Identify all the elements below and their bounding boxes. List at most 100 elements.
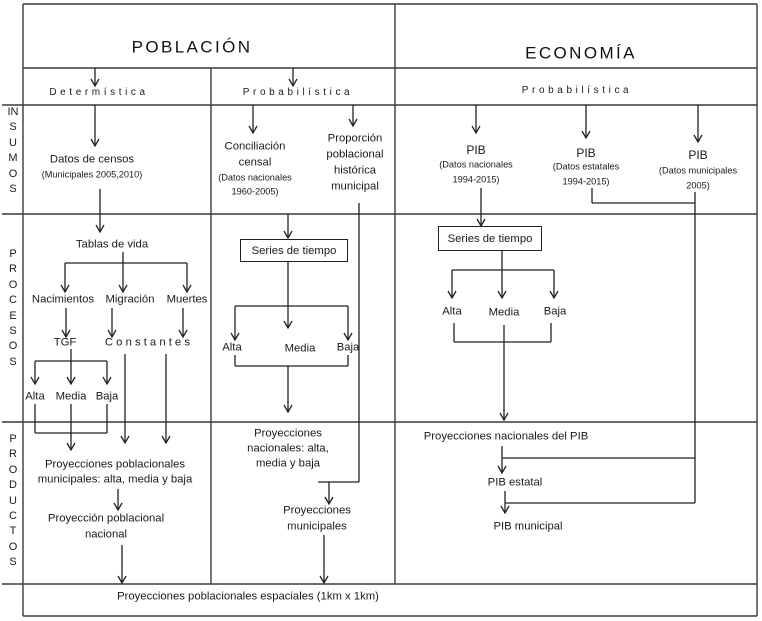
- arrowhead-icon: [90, 78, 100, 88]
- insumo-conciliacion-detail-1: (Datos nacionales: [218, 172, 292, 183]
- arrowhead-icon: [66, 442, 76, 452]
- arrow-to-pib-estatal: [581, 105, 591, 140]
- arrowhead-icon: [581, 130, 591, 140]
- arrow-to-proyecciones-municipales-prob: [324, 482, 334, 506]
- insumo-pib-estatal: PIB: [576, 146, 596, 160]
- arrowhead-icon: [447, 290, 457, 300]
- row-label-procesos: PROCESOS: [8, 248, 18, 368]
- scenario-baja-poblacion-prob: Baja: [336, 341, 360, 354]
- arrowhead-icon: [118, 284, 128, 294]
- arrow-series-to-baja: [343, 306, 353, 342]
- arrow-censos-to-tablas: [95, 189, 105, 234]
- arrowhead-icon: [113, 502, 123, 512]
- proceso-muertes: Muertes: [166, 293, 208, 306]
- arrowhead-icon: [66, 376, 76, 386]
- arrowhead-icon: [95, 224, 105, 234]
- insumo-pib-municipal: PIB: [688, 148, 708, 162]
- proceso-migracion: Migración: [105, 293, 155, 306]
- arrowhead-icon: [61, 329, 71, 339]
- producto-proyecciones-nacionales-line-2: nacionales: alta,: [247, 442, 329, 455]
- series-de-tiempo-box-economia: Series de tiempo: [438, 226, 542, 251]
- arrow-pib-estatal-to-municipal: [500, 491, 510, 515]
- producto-proyecciones-nacionales-line-3: media y baja: [255, 457, 321, 470]
- proceso-constantes: Constantes: [104, 336, 194, 349]
- scenario-alta-economia: Alta: [442, 305, 462, 318]
- arrowhead-icon: [30, 376, 40, 386]
- scenario-media-poblacion-prob: Media: [284, 342, 316, 355]
- producto-pib-municipal: PIB municipal: [493, 520, 563, 533]
- producto-proyeccion-nacional-line-2: nacional: [84, 528, 128, 541]
- arrow-series-to-alta: [230, 306, 240, 342]
- insumo-pib-municipal-detail-2: 2005): [686, 180, 710, 191]
- arrow-constantes-1-to-proyecciones: [120, 354, 130, 445]
- insumo-pib-nacional-detail-2: 1994-2015): [452, 174, 500, 185]
- producto-proyecciones-nacionales-pib: Proyecciones nacionales del PIB: [423, 430, 589, 443]
- arrow-to-probabilistica: [288, 68, 298, 88]
- arrowhead-icon: [283, 404, 293, 414]
- arrowhead-icon: [117, 575, 127, 585]
- insumo-proporcion-line-1: Proporción: [327, 132, 383, 145]
- arrowhead-icon: [693, 134, 703, 144]
- proceso-nacimientos: Nacimientos: [31, 293, 95, 306]
- arrow-conciliacion-to-series: [283, 214, 293, 240]
- arrow-municipales-to-nacional: [113, 489, 123, 512]
- scenario-alta-deterministica: Alta: [25, 390, 45, 403]
- arrow-municipales-to-espaciales: [319, 535, 329, 585]
- arrow-to-pib-nacional: [471, 105, 481, 135]
- scenario-media-deterministica: Media: [55, 390, 87, 403]
- section-title-poblacion: POBLACIÓN: [131, 37, 253, 57]
- arrowhead-icon: [90, 138, 100, 148]
- arrow-muertes-to-constantes: [178, 308, 188, 339]
- arrowhead-icon: [348, 118, 358, 128]
- insumo-proporcion-line-4: municipal: [331, 180, 379, 193]
- insumo-proporcion-line-3: histórica: [333, 164, 377, 177]
- method-label-deterministica: Determística: [49, 87, 149, 98]
- row-label-productos: PRODUCTOS: [8, 433, 18, 569]
- arrow-nacimientos-to-tgf: [61, 308, 71, 339]
- arrowhead-icon: [471, 125, 481, 135]
- scenario-media-economia: Media: [488, 306, 520, 319]
- insumo-datos-censos: Datos de censos: [49, 153, 135, 166]
- arrow-pib-nacional-to-series: [476, 188, 486, 228]
- arrowhead-icon: [500, 505, 510, 515]
- insumo-conciliacion-line-1: Conciliación: [224, 140, 286, 153]
- arrowhead-icon: [499, 412, 509, 422]
- method-label-economia-probabilistica: Probabilística: [521, 85, 633, 96]
- arrow-to-datos-censos: [90, 105, 100, 148]
- producto-proyecciones-municipales-prob-line-1: Proyecciones: [283, 504, 351, 517]
- arrow-tgf-to-alta: [30, 361, 40, 386]
- arrow-series-eco-to-media: [497, 251, 507, 300]
- producto-proyecciones-nacionales-line-1: Proyecciones: [254, 427, 322, 440]
- insumo-proporcion-line-2: poblacional: [326, 148, 384, 161]
- insumo-datos-censos-detail: (Municipales 2005,2010): [41, 169, 143, 180]
- arrow-migracion-to-constantes: [107, 308, 117, 339]
- insumo-conciliacion-line-2: censal: [238, 156, 272, 169]
- arrowhead-icon: [60, 284, 70, 294]
- arrow-scenarios-to-proyecciones-nacionales: [283, 366, 293, 414]
- scenario-alta-poblacion-prob: Alta: [222, 341, 242, 354]
- row-label-insumos: INSUMOS: [7, 106, 19, 196]
- insumo-pib-nacional: PIB: [466, 143, 486, 157]
- arrowhead-icon: [248, 125, 258, 135]
- section-title-economia: ECONOMÍA: [525, 43, 637, 63]
- arrowhead-icon: [324, 496, 334, 506]
- arrow-to-migracion: [118, 263, 128, 294]
- arrowhead-icon: [120, 435, 130, 445]
- arrowhead-icon: [178, 329, 188, 339]
- insumo-pib-municipal-detail-1: (Datos municipales: [658, 165, 738, 176]
- arrow-to-proporcion: [348, 105, 358, 128]
- arrowhead-icon: [283, 320, 293, 330]
- arrow-to-muertes: [182, 263, 192, 294]
- proceso-tablas-de-vida: Tablas de vida: [75, 238, 149, 251]
- arrow-scenarios-to-proyecciones-pib: [499, 325, 509, 422]
- proceso-tgf: TGF: [53, 336, 77, 349]
- insumo-conciliacion-detail-2: 1960-2005): [231, 186, 279, 197]
- scenario-baja-deterministica: Baja: [95, 390, 119, 403]
- producto-proyecciones-municipales-line-2: municipales: alta, media y baja: [37, 473, 193, 486]
- arrowhead-icon: [102, 376, 112, 386]
- series-de-tiempo-box-poblacion: Series de tiempo: [240, 239, 348, 262]
- arrowhead-icon: [319, 575, 329, 585]
- insumo-pib-estatal-detail-2: 1994-2015): [562, 176, 610, 187]
- arrowhead-icon: [182, 284, 192, 294]
